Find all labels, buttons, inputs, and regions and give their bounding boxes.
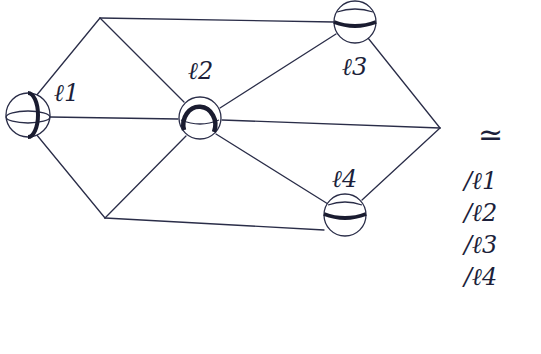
graph-edges [36,18,440,230]
quotient-label: /ℓ1 [462,168,499,194]
equivalence-sign: ≃ [476,118,505,151]
sphere-line [328,202,362,205]
loop-label: ℓ3 [340,54,369,80]
loop-label: ℓ1 [52,80,81,106]
loop [28,93,38,137]
sphere-line [337,9,373,12]
loop-label: ℓ4 [330,166,359,192]
quotient-label: /ℓ2 [462,200,499,226]
sphere [6,93,50,137]
quotient-label: /ℓ4 [462,264,499,290]
loop [183,107,215,132]
sphere [334,1,376,43]
loop [334,22,376,26]
loop [324,214,366,218]
spheres [6,1,376,236]
loop-label: ℓ2 [186,58,215,84]
sphere [324,194,366,236]
sphere [179,97,221,139]
quotient-label: /ℓ3 [462,232,499,258]
sphere-equator [6,111,50,123]
